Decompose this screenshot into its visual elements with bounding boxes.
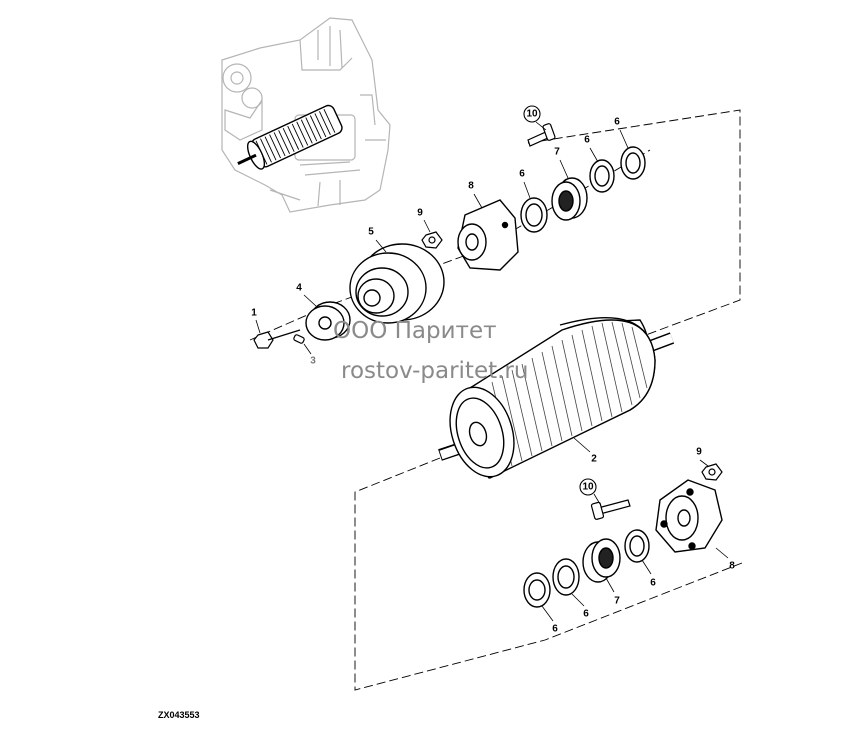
callout-number: 6	[650, 578, 656, 589]
callout-number: 6	[614, 117, 620, 128]
callout-c5: 5	[368, 227, 374, 238]
callout-number: 7	[614, 596, 620, 607]
callout-number: 2	[591, 454, 597, 465]
callout-c7a: 7	[554, 147, 560, 158]
callout-number: 6	[519, 169, 525, 180]
callout-number: 3	[310, 356, 316, 367]
callout-c1: 1	[251, 308, 257, 319]
bolt-part-1	[253, 329, 301, 349]
bearing-housing-part-8-lower	[655, 479, 723, 553]
callout-c6d: 6	[650, 578, 656, 589]
key-part-3	[293, 334, 305, 344]
bolt-part-10-lower	[590, 499, 631, 520]
seal-ring-part-6-upper	[520, 146, 646, 233]
callout-c2: 2	[591, 454, 597, 465]
callout-c7b: 7	[614, 596, 620, 607]
callout-c6c: 6	[614, 117, 620, 128]
figure-id: ZX043553	[158, 710, 200, 720]
bearing-housing-part-8-upper	[457, 199, 519, 271]
watermark-company: ООО Паритет	[333, 318, 497, 344]
watermark-website: rostov-paritet.ru	[341, 358, 528, 384]
bolt-part-10-upper	[527, 123, 556, 147]
callout-number: 10	[582, 482, 594, 493]
hub-part-4	[305, 301, 351, 341]
callout-number: 9	[417, 208, 423, 219]
callout-number: 4	[296, 283, 302, 294]
callout-c8b: 8	[729, 561, 735, 572]
callout-c10a: 10	[523, 105, 541, 123]
nut-part-9-lower	[701, 463, 723, 481]
callout-c8a: 8	[468, 181, 474, 192]
callout-c6e: 6	[583, 609, 589, 620]
callout-number: 1	[251, 308, 257, 319]
callout-number: 6	[584, 135, 590, 146]
bearing-part-7-upper	[551, 177, 588, 221]
callout-number: 8	[729, 561, 735, 572]
callout-number: 7	[554, 147, 560, 158]
callout-c6b: 6	[584, 135, 590, 146]
callout-c4: 4	[296, 283, 302, 294]
callout-number: 9	[696, 447, 702, 458]
pulley-part-5	[349, 243, 445, 324]
callout-number: 8	[468, 181, 474, 192]
callout-leaders	[255, 121, 729, 622]
callout-number: 5	[368, 227, 374, 238]
callout-c10b: 10	[579, 478, 597, 496]
callout-c9a: 9	[417, 208, 423, 219]
seal-ring-part-6-lower	[523, 529, 650, 608]
nut-part-9-upper	[421, 231, 443, 249]
callout-c6a: 6	[519, 169, 525, 180]
callout-c6f: 6	[552, 624, 558, 635]
bearing-part-7-lower	[582, 538, 621, 583]
callout-number: 10	[526, 109, 538, 120]
roller-part-2	[438, 317, 675, 480]
callout-number: 6	[583, 609, 589, 620]
callout-c3: 3	[310, 356, 316, 367]
callout-c9b: 9	[696, 447, 702, 458]
thumbnail-roller-highlight	[237, 104, 343, 170]
callout-number: 6	[552, 624, 558, 635]
